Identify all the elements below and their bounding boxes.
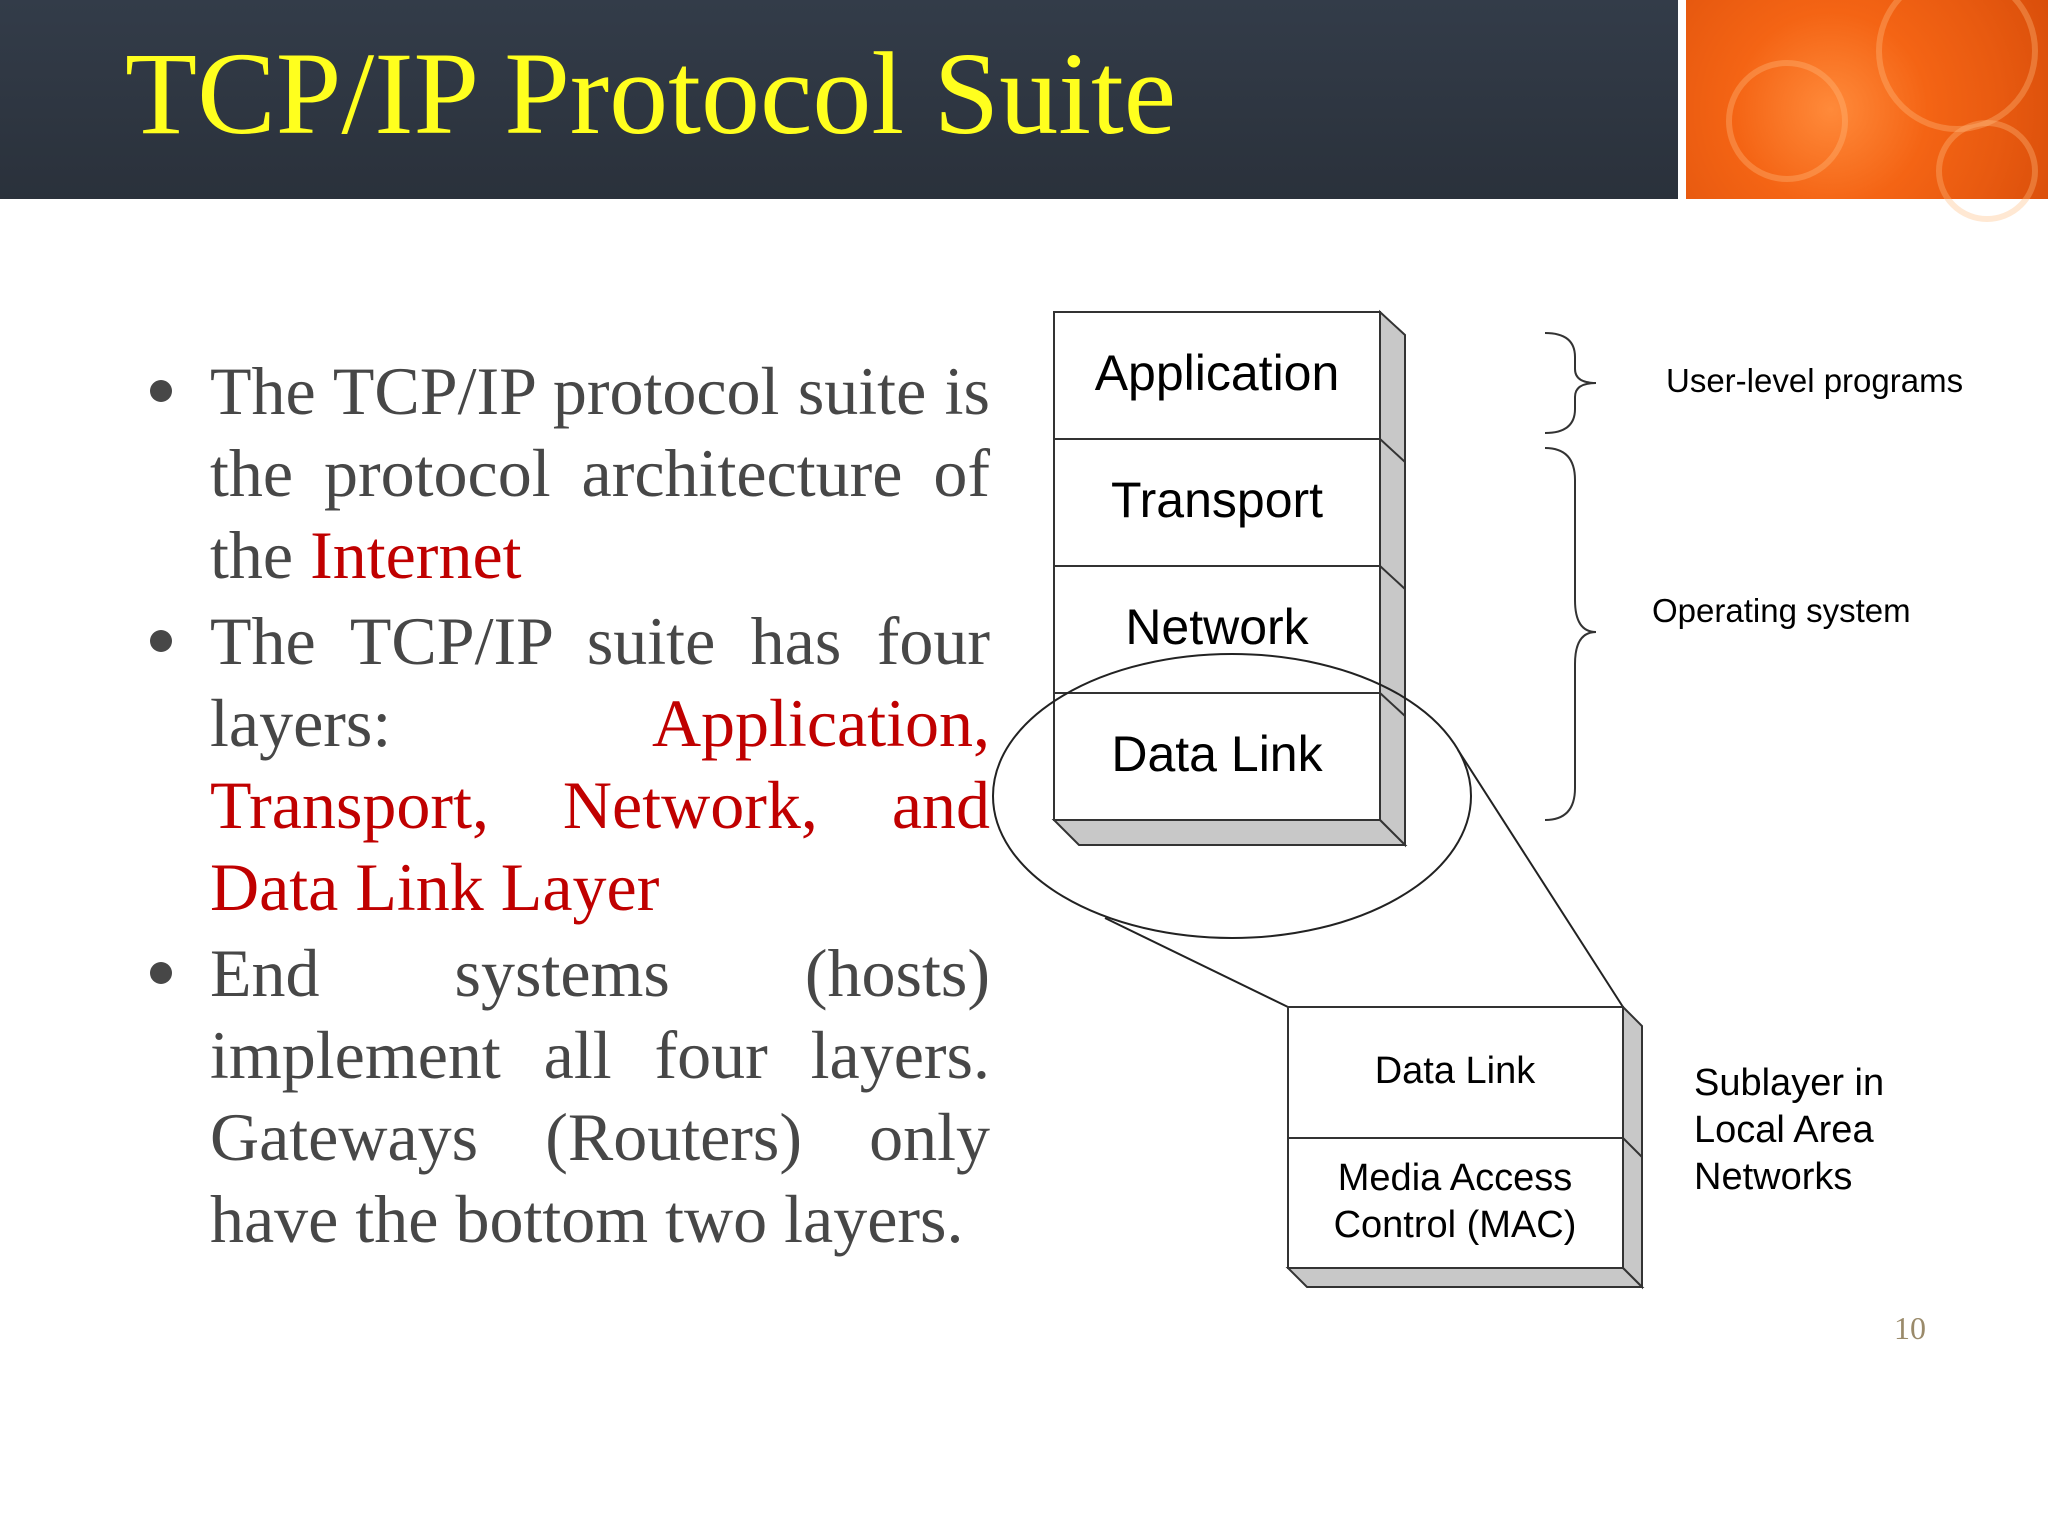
- page-number: 10: [1894, 1310, 1926, 1346]
- label-user-level-programs: User-level programs: [1666, 362, 1963, 399]
- layer-box-data-link: [1053, 692, 1381, 821]
- layer-label-transport: Transport: [1111, 472, 1323, 528]
- connector-line-left: [1104, 917, 1289, 1008]
- bullet-list: The TCP/IP protocol suite is the protoco…: [148, 350, 990, 1264]
- sublayer-label-mac-line2: Control (MAC): [1334, 1204, 1577, 1246]
- sublayer-label-mac-line1: Media Access: [1338, 1157, 1572, 1199]
- label-sublayer-line2: Local Area: [1694, 1109, 1874, 1151]
- bullet-text: End systems (hosts) implement all four l…: [210, 935, 990, 1257]
- layer-box-network: [1053, 565, 1381, 694]
- label-sublayer-line1: Sublayer in: [1694, 1062, 1884, 1104]
- highlight-ellipse: [992, 653, 1472, 939]
- bullet-dot-icon: [150, 962, 172, 984]
- header-bar: [0, 0, 1678, 199]
- label-sublayer-line3: Networks: [1694, 1156, 1852, 1198]
- bullet-text: The TCP/IP suite has four layers:: [210, 603, 990, 761]
- bullet-highlight: Application, Transport, Network, and Dat…: [210, 685, 990, 925]
- layer-label-network: Network: [1125, 599, 1309, 655]
- sublayer-bottom-shadow: [1285, 1267, 1645, 1288]
- label-operating-system: Operating system: [1652, 592, 1911, 629]
- brace-operating-system: [1544, 447, 1597, 821]
- layer-label-data-link: Data Link: [1111, 726, 1323, 782]
- layer-label-application: Application: [1095, 345, 1340, 401]
- connector-line-right: [1457, 749, 1624, 1008]
- stack-bottom-shadow: [1051, 819, 1408, 846]
- brace-user-level: [1544, 332, 1597, 434]
- bullet-dot-icon: [150, 380, 172, 402]
- bullet-dot-icon: [150, 630, 172, 652]
- layer-box-application: [1053, 311, 1381, 440]
- sublayer-label-data-link: Data Link: [1375, 1050, 1537, 1092]
- sublayer-box-data-link: [1287, 1006, 1624, 1139]
- bullet-text: The TCP/IP protocol suite is the protoco…: [210, 353, 990, 593]
- header-accent-image: [1686, 0, 2048, 222]
- bullet-highlight: Internet: [310, 517, 522, 593]
- bullet-item-end-systems: End systems (hosts) implement all four l…: [148, 932, 990, 1260]
- bullet-item-layers: The TCP/IP suite has four layers: Applic…: [148, 600, 990, 928]
- layer-box-transport: [1053, 438, 1381, 567]
- sublayer-box-mac: [1287, 1137, 1624, 1269]
- bullet-item-internet: The TCP/IP protocol suite is the protoco…: [148, 350, 990, 596]
- slide-title: TCP/IP Protocol Suite: [125, 28, 1177, 159]
